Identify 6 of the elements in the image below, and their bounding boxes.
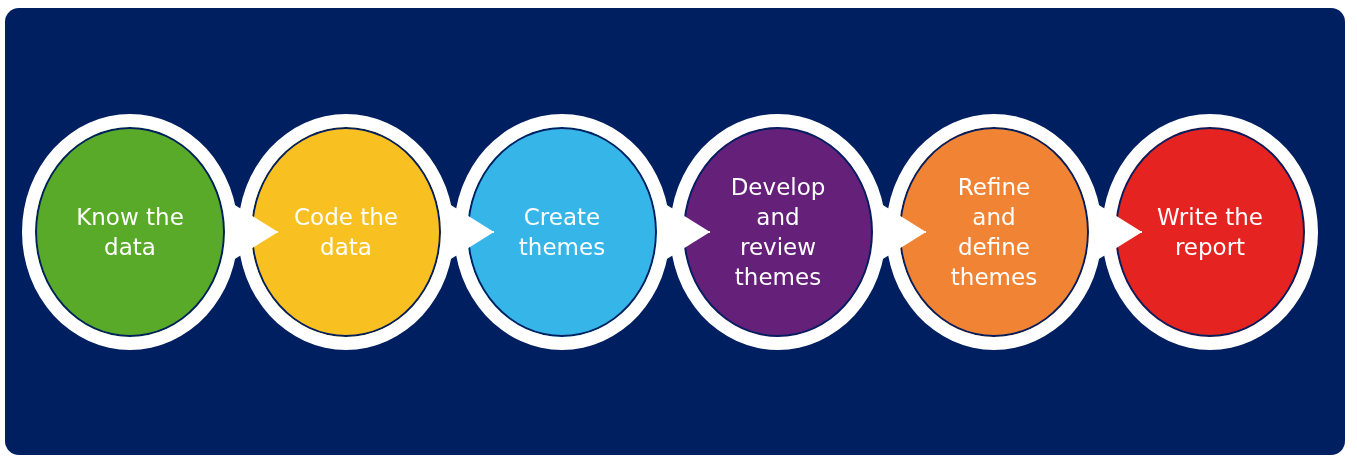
step-label: Refine and define themes	[949, 173, 1039, 292]
step-label: Develop and review themes	[729, 173, 827, 292]
step-label: Know the data	[75, 203, 185, 262]
step-label: Write the report	[1156, 203, 1264, 262]
step-label: Code the data	[293, 203, 399, 262]
step-label: Create themes	[517, 203, 607, 262]
